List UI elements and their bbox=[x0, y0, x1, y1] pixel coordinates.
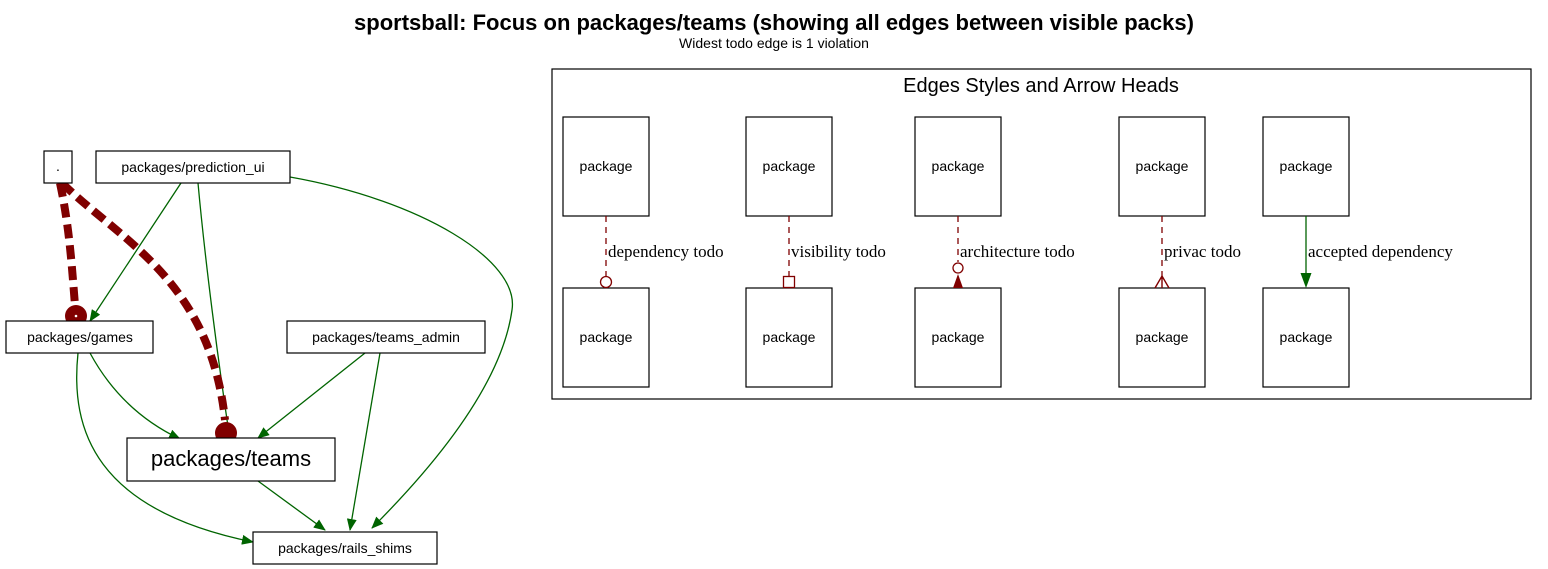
todo-arrowhead-games-dot bbox=[74, 314, 78, 318]
filled-arrowhead bbox=[1300, 273, 1312, 288]
node-games[interactable]: packages/games bbox=[5, 320, 154, 354]
edge-teams-to-rails-shims bbox=[257, 480, 326, 531]
node-rails-shims[interactable]: packages/rails_shims bbox=[252, 531, 438, 565]
diagram-title: sportsball: Focus on packages/teams (sho… bbox=[354, 10, 1194, 35]
edge-games-to-rails-shims bbox=[76, 352, 254, 545]
legend-package-top: package bbox=[1136, 158, 1189, 174]
legend-label-privac-todo: privac todo bbox=[1164, 242, 1241, 261]
legend-package-bottom: package bbox=[1280, 329, 1333, 345]
node-root-label: . bbox=[56, 158, 60, 174]
legend-package-bottom: package bbox=[1136, 329, 1189, 345]
edge-prediction-ui-to-games bbox=[89, 182, 182, 322]
filled-arrowhead bbox=[953, 274, 963, 288]
legend-package-bottom: package bbox=[763, 329, 816, 345]
legend-package-top: package bbox=[1280, 158, 1333, 174]
edge-teams-admin-to-teams bbox=[257, 352, 366, 439]
legend-cluster: Edges Styles and Arrow Heads package pac… bbox=[551, 68, 1532, 400]
edge-teams-admin-to-rails-shims bbox=[346, 352, 381, 531]
legend-package-bottom: package bbox=[932, 329, 985, 345]
graph-edges bbox=[56, 176, 513, 545]
node-teams-admin[interactable]: packages/teams_admin bbox=[286, 320, 486, 354]
legend-package-top: package bbox=[580, 158, 633, 174]
open-box-arrowhead bbox=[782, 275, 796, 289]
legend-frame bbox=[551, 68, 1532, 400]
node-teams-label: packages/teams bbox=[151, 446, 311, 471]
node-prediction-ui[interactable]: packages/prediction_ui bbox=[95, 150, 291, 184]
node-root[interactable]: . bbox=[43, 150, 73, 184]
edge-prediction-ui-to-rails-shims bbox=[289, 176, 513, 529]
legend-item-privac-todo: package package privac todo bbox=[1118, 116, 1241, 388]
legend-label-accepted-dependency: accepted dependency bbox=[1308, 242, 1453, 261]
diagram-subtitle: Widest todo edge is 1 violation bbox=[679, 35, 869, 51]
node-prediction-ui-label: packages/prediction_ui bbox=[121, 159, 264, 175]
node-games-label: packages/games bbox=[27, 329, 133, 345]
legend-item-accepted-dependency: package package accepted dependency bbox=[1262, 116, 1453, 388]
legend-title: Edges Styles and Arrow Heads bbox=[903, 75, 1179, 97]
legend-package-top: package bbox=[932, 158, 985, 174]
legend-item-architecture-todo: package package architecture todo bbox=[914, 116, 1075, 388]
node-teams-admin-label: packages/teams_admin bbox=[312, 329, 460, 345]
legend-label-architecture-todo: architecture todo bbox=[960, 242, 1075, 261]
open-circle-arrowhead bbox=[599, 275, 613, 289]
edge-root-to-games-todo bbox=[56, 182, 79, 306]
crow-foot-arrowhead bbox=[1154, 274, 1170, 289]
graph-nodes: . packages/prediction_ui packages/games … bbox=[5, 150, 486, 565]
edge-games-to-teams bbox=[89, 352, 181, 440]
node-teams[interactable]: packages/teams bbox=[126, 437, 336, 482]
open-circle-arrowhead bbox=[952, 262, 964, 274]
edge-root-to-teams-todo bbox=[59, 180, 229, 421]
legend-item-dependency-todo: package package dependency todo bbox=[562, 116, 724, 388]
legend-package-bottom: package bbox=[580, 329, 633, 345]
legend-item-visibility-todo: package package visibility todo bbox=[745, 116, 886, 388]
legend-package-top: package bbox=[763, 158, 816, 174]
legend-label-dependency-todo: dependency todo bbox=[608, 242, 724, 261]
legend-label-visibility-todo: visibility todo bbox=[791, 242, 886, 261]
node-rails-shims-label: packages/rails_shims bbox=[278, 540, 412, 556]
